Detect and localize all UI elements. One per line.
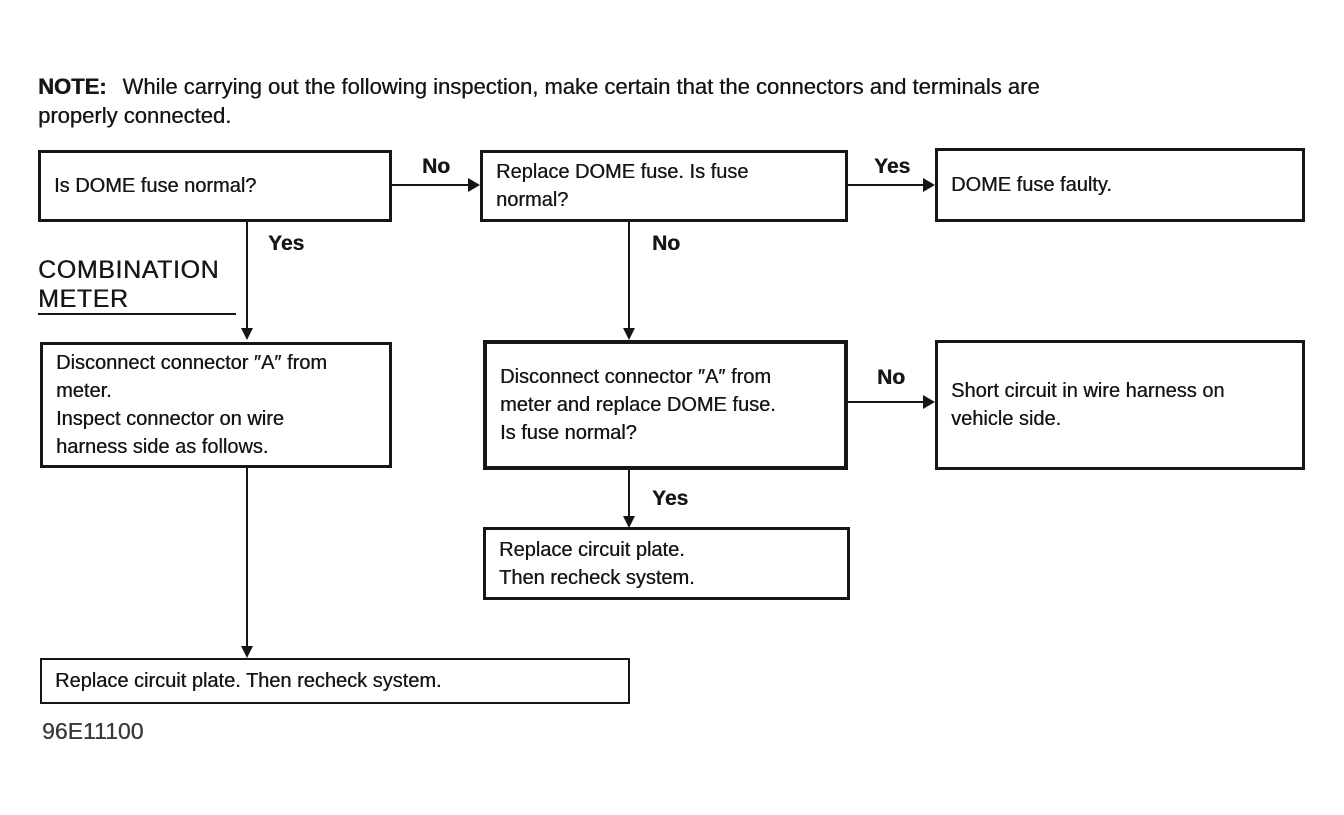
arrow-line-no-mid-right [848, 401, 924, 403]
flow-box-disconnect-inspect: Disconnect connector ″A″ from meter. Ins… [40, 342, 392, 468]
arrowhead-yes-down-mid [623, 516, 635, 528]
arrowhead-no-down-mid [623, 328, 635, 340]
arrow-line-down-to-bottom [246, 468, 248, 646]
flow-box-is-dome-fuse-normal: Is DOME fuse normal? [38, 150, 392, 222]
flow-box-short-circuit: Short circuit in wire harness on vehicle… [935, 340, 1305, 470]
note-label: NOTE: [38, 74, 107, 99]
section-underline [38, 313, 236, 315]
flow-box-dome-fuse-faulty: DOME fuse faulty. [935, 148, 1305, 222]
arrow-line-yes-down-mid [628, 470, 630, 516]
flow-box-replace-circuit-plate-bottom: Replace circuit plate. Then recheck syst… [40, 658, 630, 704]
edge-label-no-top: No [422, 155, 450, 178]
arrowhead-yes-down-left [241, 328, 253, 340]
arrow-line-yes-top [848, 184, 924, 186]
arrowhead-yes-top [923, 178, 935, 192]
arrowhead-down-to-bottom [241, 646, 253, 658]
edge-label-no-mid-right: No [877, 366, 905, 389]
arrow-line-yes-down-left [246, 222, 248, 328]
edge-label-no-down-mid: No [652, 232, 680, 255]
section-title-combination-meter: COMBINATION METER [38, 256, 220, 313]
arrowhead-no-mid-right [923, 395, 935, 409]
arrow-line-no-top [392, 184, 470, 186]
flow-box-replace-circuit-plate: Replace circuit plate. Then recheck syst… [483, 527, 850, 600]
edge-label-yes-down-mid: Yes [652, 487, 689, 510]
figure-code: 96E11100 [42, 718, 144, 744]
edge-label-yes-top: Yes [874, 155, 911, 178]
flow-box-disconnect-replace-fuse: Disconnect connector ″A″ from meter and … [483, 340, 848, 470]
flow-box-replace-dome-fuse: Replace DOME fuse. Is fuse normal? [480, 150, 848, 222]
note: NOTE:While carrying out the following in… [38, 72, 1338, 130]
arrowhead-no-top [468, 178, 480, 192]
edge-label-yes-down-left: Yes [268, 232, 305, 255]
note-text: While carrying out the following inspect… [38, 74, 1040, 128]
arrow-line-no-down-mid [628, 222, 630, 328]
